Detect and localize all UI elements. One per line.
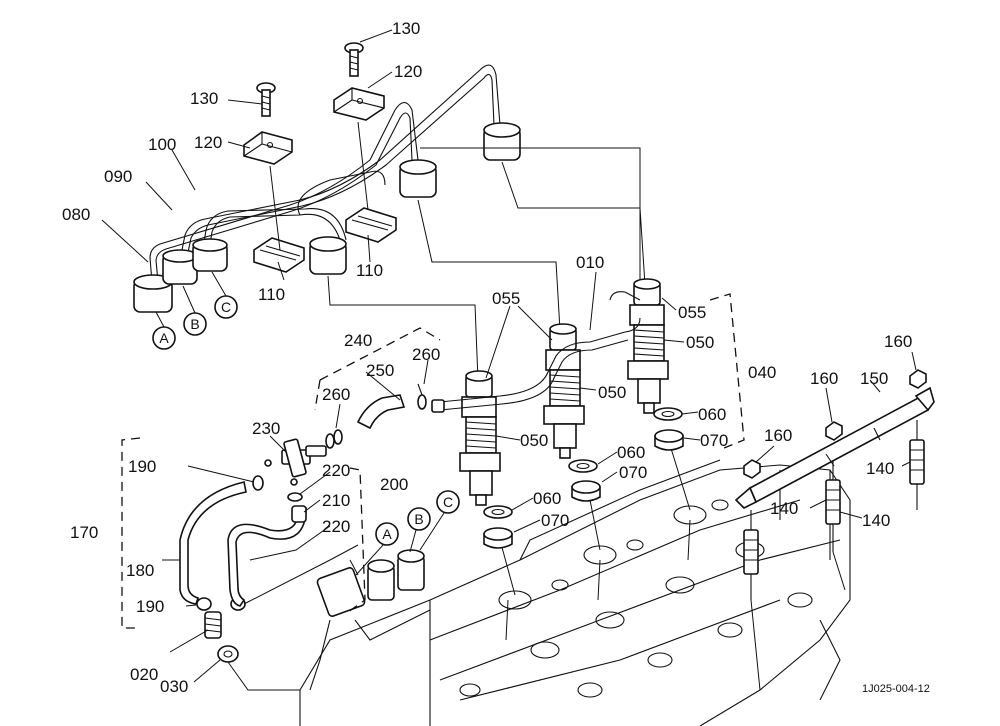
label-070: 070 xyxy=(700,431,728,450)
label-180: 180 xyxy=(126,561,154,580)
label-060: 060 xyxy=(533,489,561,508)
label-060: 060 xyxy=(617,443,645,462)
drawing-code: 1J025-004-12 xyxy=(862,683,930,695)
label-060: 060 xyxy=(698,405,726,424)
circled-letters-pipes: A B C xyxy=(152,271,238,350)
glow-plug-assembly xyxy=(734,369,935,691)
label-250: 250 xyxy=(366,361,394,380)
label-090: 090 xyxy=(104,167,132,186)
label-200: 200 xyxy=(380,475,408,494)
injector-3 xyxy=(627,278,669,414)
label-230: 230 xyxy=(252,419,280,438)
label-190: 190 xyxy=(128,457,156,476)
overflow-pipe xyxy=(431,291,641,413)
nut-160-left xyxy=(743,459,761,479)
label-130: 130 xyxy=(190,89,218,108)
label-210: 210 xyxy=(322,491,350,510)
circle-marker xyxy=(407,507,431,531)
label-220: 220 xyxy=(322,517,350,536)
return-hose-assembly xyxy=(179,383,427,691)
injector-washers xyxy=(483,407,684,549)
circle-letter-c-pump: C xyxy=(443,494,453,510)
label-055: 055 xyxy=(492,289,520,308)
label-150: 150 xyxy=(860,369,888,388)
circle-marker xyxy=(375,522,399,546)
injector-2 xyxy=(543,323,585,459)
label-160: 160 xyxy=(884,332,912,351)
clamp-upper-right xyxy=(333,87,385,121)
circle-letter-a: A xyxy=(159,330,169,346)
label-050: 050 xyxy=(598,383,626,402)
cylinder-head xyxy=(299,459,851,726)
grouping-brackets xyxy=(121,293,745,629)
label-050: 050 xyxy=(520,431,548,450)
circle-letter-a-pump: A xyxy=(382,526,392,542)
label-140: 140 xyxy=(770,499,798,518)
label-220: 220 xyxy=(322,461,350,480)
label-070: 070 xyxy=(619,463,647,482)
nut-160-middle xyxy=(825,421,843,441)
label-240: 240 xyxy=(344,331,372,350)
label-110: 110 xyxy=(258,285,285,304)
circle-letter-b: B xyxy=(190,316,199,332)
clamp-upper-left xyxy=(243,131,293,165)
label-120: 120 xyxy=(394,62,422,81)
circle-marker xyxy=(436,490,460,514)
label-170: 170 xyxy=(70,523,98,542)
label-160: 160 xyxy=(810,369,838,388)
label-130: 130 xyxy=(392,19,420,38)
label-030: 030 xyxy=(160,677,188,696)
label-260: 260 xyxy=(322,385,350,404)
label-140: 140 xyxy=(862,511,890,530)
label-120: 120 xyxy=(194,133,222,152)
label-100: 100 xyxy=(148,135,176,154)
leader-lines xyxy=(101,29,917,683)
label-040: 040 xyxy=(748,363,776,382)
nut-160-right xyxy=(909,369,927,389)
label-080: 080 xyxy=(62,205,90,224)
injector-1 xyxy=(459,370,501,506)
label-020: 020 xyxy=(130,665,158,684)
circle-letter-b-pump: B xyxy=(414,511,423,527)
label-010: 010 xyxy=(576,253,604,272)
label-160: 160 xyxy=(764,426,792,445)
label-190: 190 xyxy=(136,597,164,616)
label-260: 260 xyxy=(412,345,440,364)
pipe-clamps xyxy=(243,42,397,273)
circled-letters-pump: A B C xyxy=(355,490,460,576)
injection-pipes xyxy=(133,64,521,313)
label-050: 050 xyxy=(686,333,714,352)
label-140: 140 xyxy=(866,459,894,478)
label-070: 070 xyxy=(541,511,569,530)
circle-letter-c: C xyxy=(221,299,231,315)
assembly-guide-lines xyxy=(327,147,691,641)
part-number-labels: 130 130 120 120 100 090 080 110 110 010 … xyxy=(62,19,912,696)
label-055: 055 xyxy=(678,303,706,322)
label-110: 110 xyxy=(356,261,383,280)
